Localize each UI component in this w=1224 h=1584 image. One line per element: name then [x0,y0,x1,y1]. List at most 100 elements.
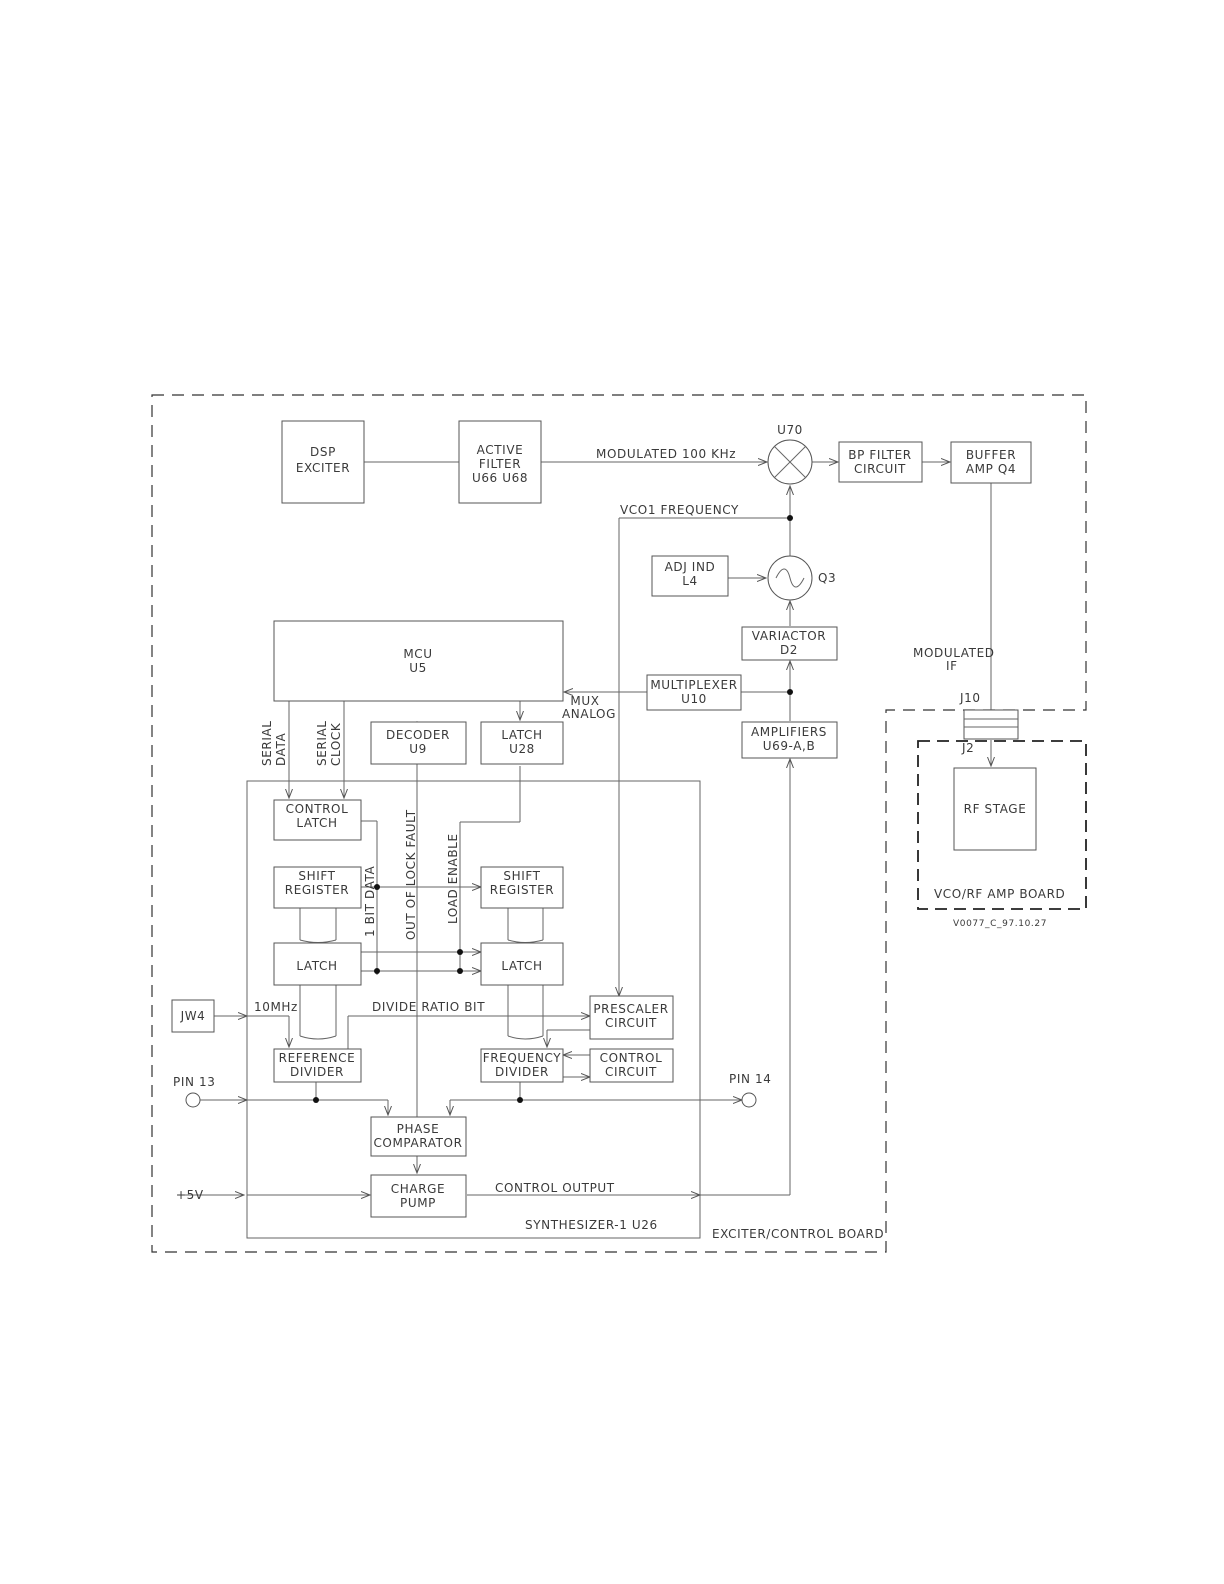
label-serial-clock-2: CLOCK [329,722,343,766]
block-rf-stage: RF STAGE [953,767,1037,851]
block-multiplexer: MULTIPLEXER U10 [646,674,742,711]
svg-text:CIRCUIT: CIRCUIT [605,1016,657,1030]
label-q3: Q3 [818,571,836,585]
label-plus-5v: +5V [176,1188,204,1202]
svg-text:U5: U5 [409,661,427,675]
block-frequency-divider: FREQUENCY DIVIDER [480,1048,564,1083]
signal-labels: U70 Q3 MODULATED 100 KHz VCO1 FREQUENCY … [173,423,1065,1241]
block-latch-1: LATCH [273,942,362,986]
block-prescaler: PRESCALER CIRCUIT [589,995,674,1040]
svg-text:U28: U28 [509,742,535,756]
svg-text:REGISTER: REGISTER [285,883,349,897]
block-variactor: VARIACTOR D2 [741,626,838,661]
block-mcu: MCU U5 [273,620,564,702]
label-synthesizer: SYNTHESIZER-1 U26 [525,1218,658,1232]
svg-text:MULTIPLEXER: MULTIPLEXER [650,678,737,692]
label-serial-data-2: DATA [274,732,288,766]
svg-text:VARIACTOR: VARIACTOR [752,629,826,643]
svg-text:EXCITER: EXCITER [296,461,350,475]
label-j2: J2 [961,741,974,755]
svg-text:DECODER: DECODER [386,728,450,742]
svg-text:AMPLIFIERS: AMPLIFIERS [751,725,827,739]
svg-text:FREQUENCY: FREQUENCY [483,1051,562,1065]
block-latch-u28: LATCH U28 [480,721,564,765]
label-out-of-lock-fault: OUT OF LOCK FAULT [404,809,418,940]
label-serial-clock: SERIAL [315,720,329,766]
svg-text:PRESCALER: PRESCALER [593,1002,668,1016]
junction-dots [313,515,793,1103]
label-j10: J10 [959,691,981,705]
svg-text:U69-A,B: U69-A,B [763,739,816,753]
block-phase-comparator: PHASE COMPARATOR [370,1116,467,1157]
svg-text:REGISTER: REGISTER [490,883,554,897]
mixer-u70 [767,439,813,485]
connector-j10-j2 [963,709,1019,740]
oscillator-q3 [767,555,813,601]
label-vco-rf-amp-board: VCO/RF AMP BOARD [934,887,1065,901]
svg-text:ACTIVE: ACTIVE [477,443,524,457]
svg-text:L4: L4 [682,574,698,588]
label-1-bit-data: 1 BIT DATA [363,866,377,937]
pin-13-terminal [185,1092,201,1108]
label-pin-13: PIN 13 [173,1075,215,1089]
label-drawing-id: V0077_C_97.10.27 [953,919,1047,929]
svg-text:CIRCUIT: CIRCUIT [854,462,906,476]
block-buffer-amp: BUFFER AMP Q4 [950,441,1032,484]
svg-text:DIVIDER: DIVIDER [290,1065,344,1079]
svg-text:REFERENCE: REFERENCE [279,1051,356,1065]
svg-text:LATCH: LATCH [296,816,337,830]
pin-14-terminal [741,1092,757,1108]
svg-text:AMP Q4: AMP Q4 [966,462,1016,476]
svg-text:LATCH: LATCH [296,959,337,973]
block-active-filter: ACTIVE FILTER U66 U68 [458,420,542,504]
svg-text:PUMP: PUMP [400,1196,436,1210]
label-analog: ANALOG [562,707,616,721]
svg-text:BUFFER: BUFFER [966,448,1016,462]
svg-text:CONTROL: CONTROL [600,1051,663,1065]
svg-text:DIVIDER: DIVIDER [495,1065,549,1079]
label-exciter-control-board: EXCITER/CONTROL BOARD [712,1227,884,1241]
label-vco1-frequency: VCO1 FREQUENCY [620,503,739,517]
svg-text:CIRCUIT: CIRCUIT [605,1065,657,1079]
label-modulated-if-2: IF [946,659,958,673]
svg-text:CONTROL: CONTROL [286,802,349,816]
exciter-board-outline [151,394,1087,1253]
block-bp-filter: BP FILTER CIRCUIT [838,441,923,483]
svg-text:PHASE: PHASE [397,1122,440,1136]
block-control-latch: CONTROL LATCH [273,799,362,841]
vco-board-outline [917,740,1087,910]
svg-text:SHIFT: SHIFT [503,869,540,883]
label-mux: MUX [570,694,599,708]
svg-text:MCU: MCU [403,647,432,661]
label-modulated-100khz: MODULATED 100 KHz [596,447,736,461]
label-modulated-if: MODULATED [913,646,995,660]
block-reference-divider: REFERENCE DIVIDER [273,1048,362,1083]
svg-text:RF STAGE: RF STAGE [964,802,1027,816]
label-control-output: CONTROL OUTPUT [495,1181,615,1195]
svg-text:D2: D2 [780,643,798,657]
svg-text:LATCH: LATCH [501,959,542,973]
block-jw4: JW4 [171,999,215,1033]
svg-text:ADJ IND: ADJ IND [665,560,716,574]
label-divide-ratio-bit: DIVIDE RATIO BIT [372,1000,485,1014]
svg-text:FILTER: FILTER [479,457,521,471]
label-10mhz: 10MHz [254,1000,298,1014]
block-latch-2: LATCH [480,942,564,986]
svg-text:LATCH: LATCH [501,728,542,742]
block-amplifiers: AMPLIFIERS U69-A,B [741,721,838,759]
signal-wires [177,462,991,1195]
block-shift-register-1: SHIFT REGISTER [273,866,362,909]
block-decoder: DECODER U9 [370,721,467,765]
svg-text:U10: U10 [681,692,707,706]
svg-text:U9: U9 [409,742,427,756]
synthesizer-outline [246,780,701,1239]
block-adj-ind: ADJ IND L4 [651,555,729,597]
svg-text:JW4: JW4 [180,1009,206,1023]
svg-text:DSP: DSP [310,445,336,459]
block-dsp-exciter: DSP EXCITER [281,420,365,504]
block-shift-register-2: SHIFT REGISTER [480,866,564,909]
svg-text:SHIFT: SHIFT [298,869,335,883]
svg-text:U66 U68: U66 U68 [472,471,528,485]
label-u70: U70 [777,423,803,437]
